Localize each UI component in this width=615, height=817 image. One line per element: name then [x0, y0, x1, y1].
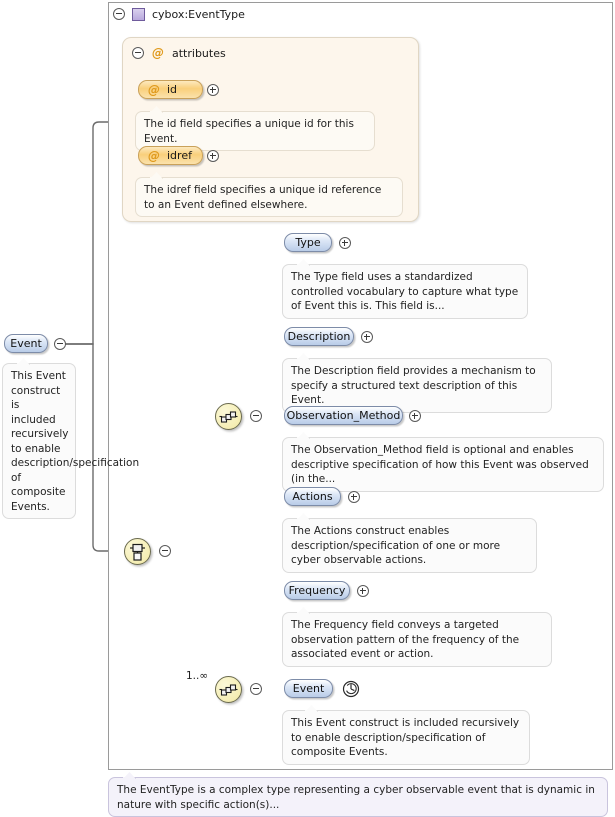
- sequence-compositor-icon-upper[interactable]: [215, 403, 242, 430]
- attribute-node-id[interactable]: @ id: [138, 80, 203, 99]
- attribute-doc-id: The id field specifies a unique id for t…: [135, 111, 375, 151]
- root-element-label: Event: [10, 337, 42, 350]
- at-sign-icon-idref: @: [148, 148, 160, 163]
- choice-compositor-icon[interactable]: [124, 538, 151, 565]
- collapse-icon-complex-type[interactable]: [113, 8, 125, 20]
- element-label-actions: Actions: [292, 490, 333, 503]
- element-label-type: Type: [295, 236, 321, 249]
- at-sign-icon-id: @: [148, 82, 160, 97]
- collapse-icon-choice-compositor[interactable]: [159, 545, 171, 557]
- element-node-description[interactable]: Description: [284, 327, 354, 346]
- attribute-label-idref: idref: [167, 149, 192, 162]
- expand-icon-type[interactable]: [339, 237, 351, 249]
- expand-icon-observation-method[interactable]: [409, 410, 421, 422]
- attributes-group-header: @ attributes: [132, 46, 226, 60]
- complex-type-name: cybox:EventType: [152, 7, 245, 21]
- attribute-doc-idref: The idref field specifies a unique id re…: [135, 177, 403, 217]
- attribute-node-idref[interactable]: @ idref: [138, 146, 203, 165]
- element-label-description: Description: [287, 330, 351, 343]
- complex-type-header: cybox:EventType: [113, 5, 245, 23]
- at-sign-icon-attributes: @: [152, 46, 164, 60]
- element-node-actions[interactable]: Actions: [284, 487, 341, 506]
- element-node-type[interactable]: Type: [284, 233, 332, 252]
- element-label-event-recursive: Event: [292, 682, 325, 695]
- complex-type-footer-doc: The EventType is a complex type represen…: [108, 777, 608, 817]
- complex-type-swatch-icon: [132, 7, 145, 21]
- expand-icon-description[interactable]: [361, 331, 373, 343]
- root-element-event[interactable]: Event: [4, 334, 48, 353]
- element-label-frequency: Frequency: [288, 584, 346, 597]
- element-node-event-recursive[interactable]: Event: [284, 679, 333, 698]
- expand-icon-id[interactable]: [207, 84, 219, 96]
- expand-icon-frequency[interactable]: [357, 585, 369, 597]
- element-doc-frequency: The Frequency field conveys a targeted o…: [282, 612, 552, 667]
- element-label-observation-method: Observation_Method: [286, 409, 401, 422]
- cardinality-label-sequence-lower: 1..∞: [186, 670, 209, 682]
- element-doc-event-recursive: This Event construct is included recursi…: [282, 710, 530, 765]
- collapse-icon-sequence-lower[interactable]: [250, 683, 262, 695]
- element-doc-type: The Type field uses a standardized contr…: [282, 264, 528, 319]
- collapse-icon-attributes[interactable]: [132, 47, 144, 59]
- sequence-compositor-icon-lower[interactable]: [215, 676, 242, 703]
- recursion-icon: [342, 680, 360, 701]
- element-node-observation-method[interactable]: Observation_Method: [284, 406, 403, 425]
- attributes-group-label: attributes: [172, 46, 226, 60]
- element-doc-observation-method: The Observation_Method field is optional…: [282, 437, 604, 492]
- collapse-icon-sequence-upper[interactable]: [250, 410, 262, 422]
- collapse-icon-root-element[interactable]: [54, 338, 66, 350]
- expand-icon-idref[interactable]: [207, 150, 219, 162]
- element-doc-description: The Description field provides a mechani…: [282, 358, 552, 413]
- expand-icon-actions[interactable]: [348, 491, 360, 503]
- element-doc-actions: The Actions construct enables descriptio…: [282, 518, 537, 573]
- element-node-frequency[interactable]: Frequency: [284, 581, 350, 600]
- attribute-label-id: id: [167, 83, 178, 96]
- root-element-doc: This Event construct is included recursi…: [2, 363, 139, 519]
